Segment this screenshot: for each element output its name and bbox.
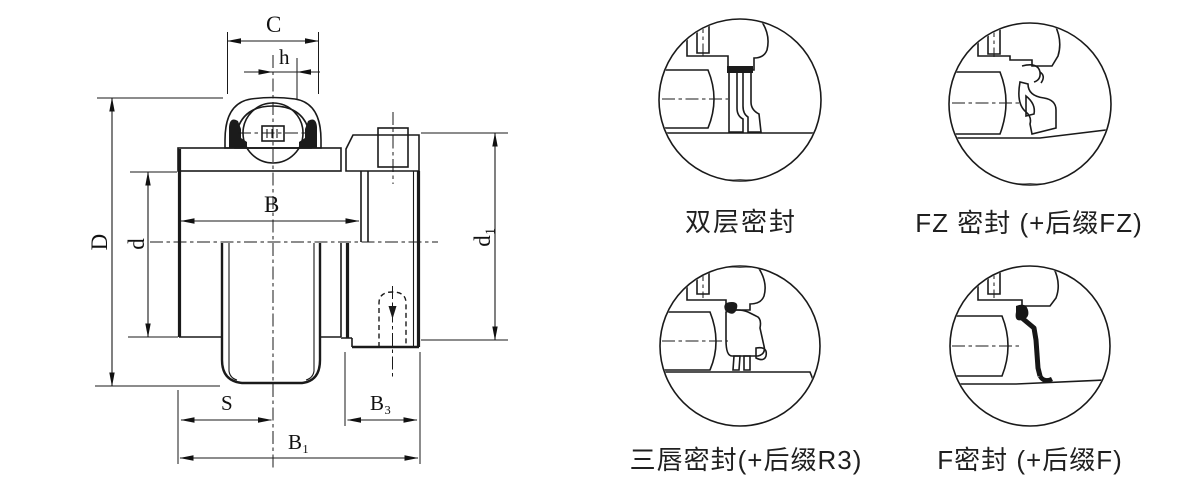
seal-detail-f (949, 265, 1111, 427)
seal-label-f: F密封 (+后缀F) (937, 445, 1123, 475)
seal-label-triple-lip: 三唇密封(+后缀R3) (629, 445, 863, 475)
seal-detail-fz (948, 22, 1112, 186)
dim-label-h: h (279, 45, 290, 69)
dim-label-C: C (266, 12, 281, 37)
seal-detail-double-layer (658, 18, 822, 182)
dimensions: C h D d d₁ (87, 12, 508, 464)
seal-detail-triple-lip (659, 265, 821, 427)
seal-label-double-layer: 双层密封 (684, 207, 798, 237)
dim-label-B: B (264, 192, 279, 217)
dim-label-D: D (87, 234, 112, 251)
dim-label-B3: B₃ (370, 391, 391, 415)
hidden-set-screw (378, 286, 407, 378)
dim-label-d1: d₁ (470, 227, 495, 247)
dim-label-S: S (221, 391, 233, 415)
dim-label-B1: B₁ (288, 430, 309, 454)
main-section-view: C h D d d₁ (87, 12, 508, 470)
seal-label-fz: FZ 密封 (+后缀FZ) (915, 208, 1143, 238)
dim-label-d: d (124, 238, 149, 250)
centerlines (150, 55, 438, 470)
